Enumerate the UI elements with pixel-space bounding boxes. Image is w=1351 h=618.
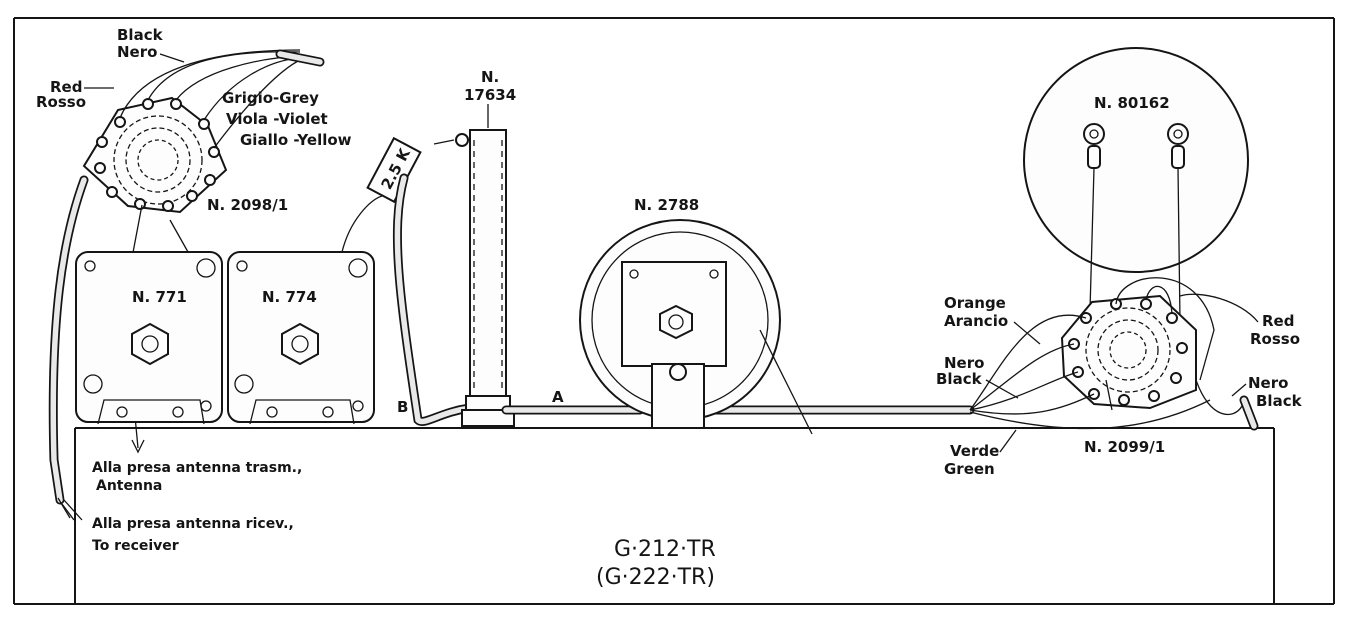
wire-red-label: Red (50, 78, 82, 96)
wire-orange-label: Orange (944, 294, 1006, 312)
point-a-label: A (552, 388, 564, 406)
wire-green-label: Green (944, 460, 995, 478)
wire-rosso-right-label: Rosso (1250, 330, 1300, 348)
coil-774: N. 774 (227, 195, 383, 425)
tube-label-n: N. (481, 68, 499, 86)
tube-17634: N. 17634 (455, 68, 516, 427)
coil-771-label: N. 771 (132, 288, 187, 306)
model-title: G·212·TR (G·222·TR) (596, 537, 716, 590)
wire-red-right-label: Red (1262, 312, 1294, 330)
model-alt-label: (G·222·TR) (596, 565, 715, 590)
wire-arancio-label: Arancio (944, 312, 1008, 330)
resistor: 2.5 K (366, 136, 455, 204)
wire-black-left-label: Black (936, 370, 983, 388)
right-switch: N. 2099/1 (969, 277, 1259, 456)
wire-nero-left-label: Nero (944, 354, 984, 372)
diagram-frame (13, 17, 1335, 605)
antenna-tx-sub-label: Antenna (96, 478, 162, 494)
meter-80162: N. 80162 (1023, 47, 1249, 323)
antenna-rx-label: Alla presa antenna ricev., (92, 516, 294, 532)
left-switch (82, 49, 325, 214)
capacitor-label: N. 2788 (634, 196, 699, 214)
wire-yellow-label: Giallo -Yellow (240, 131, 352, 149)
left-switch-part-label: N. 2098/1 (207, 196, 288, 214)
antenna-labels: Alla presa antenna trasm., Antenna Alla … (61, 460, 302, 554)
wire-black-label: Black (117, 26, 164, 44)
model-label: G·212·TR (614, 537, 716, 562)
wire-black-right-label: Black (1256, 392, 1303, 410)
wire-nero-label: Nero (117, 43, 157, 61)
point-b-label: B (397, 398, 408, 416)
antenna-rx-sub-label: To receiver (92, 538, 179, 554)
wire-nero-right-label: Nero (1248, 374, 1288, 392)
capacitor-2788: N. 2788 (579, 196, 813, 435)
wire-grey-label: Grigio-Grey (222, 89, 319, 107)
right-switch-part-label: N. 2099/1 (1084, 438, 1165, 456)
meter-label: N. 80162 (1094, 94, 1170, 112)
cable-b: B (392, 173, 475, 426)
antenna-tx-label: Alla presa antenna trasm., (92, 460, 302, 476)
coil-774-label: N. 774 (262, 288, 317, 306)
wire-verde-label: Verde (950, 442, 999, 460)
cable-a: A (501, 388, 975, 415)
switch-terminals (94, 98, 220, 212)
wire-rosso-label: Rosso (36, 93, 86, 111)
right-switch-labels: Orange Arancio Red Rosso Nero Black Nero… (936, 293, 1303, 478)
tube-label-number: 17634 (464, 86, 516, 104)
wire-violet-label: Viola -Violet (226, 110, 328, 128)
coil-771: N. 771 (75, 219, 223, 425)
left-switch-labels: Black Nero Red Rosso Grigio-Grey Viola -… (36, 26, 352, 214)
